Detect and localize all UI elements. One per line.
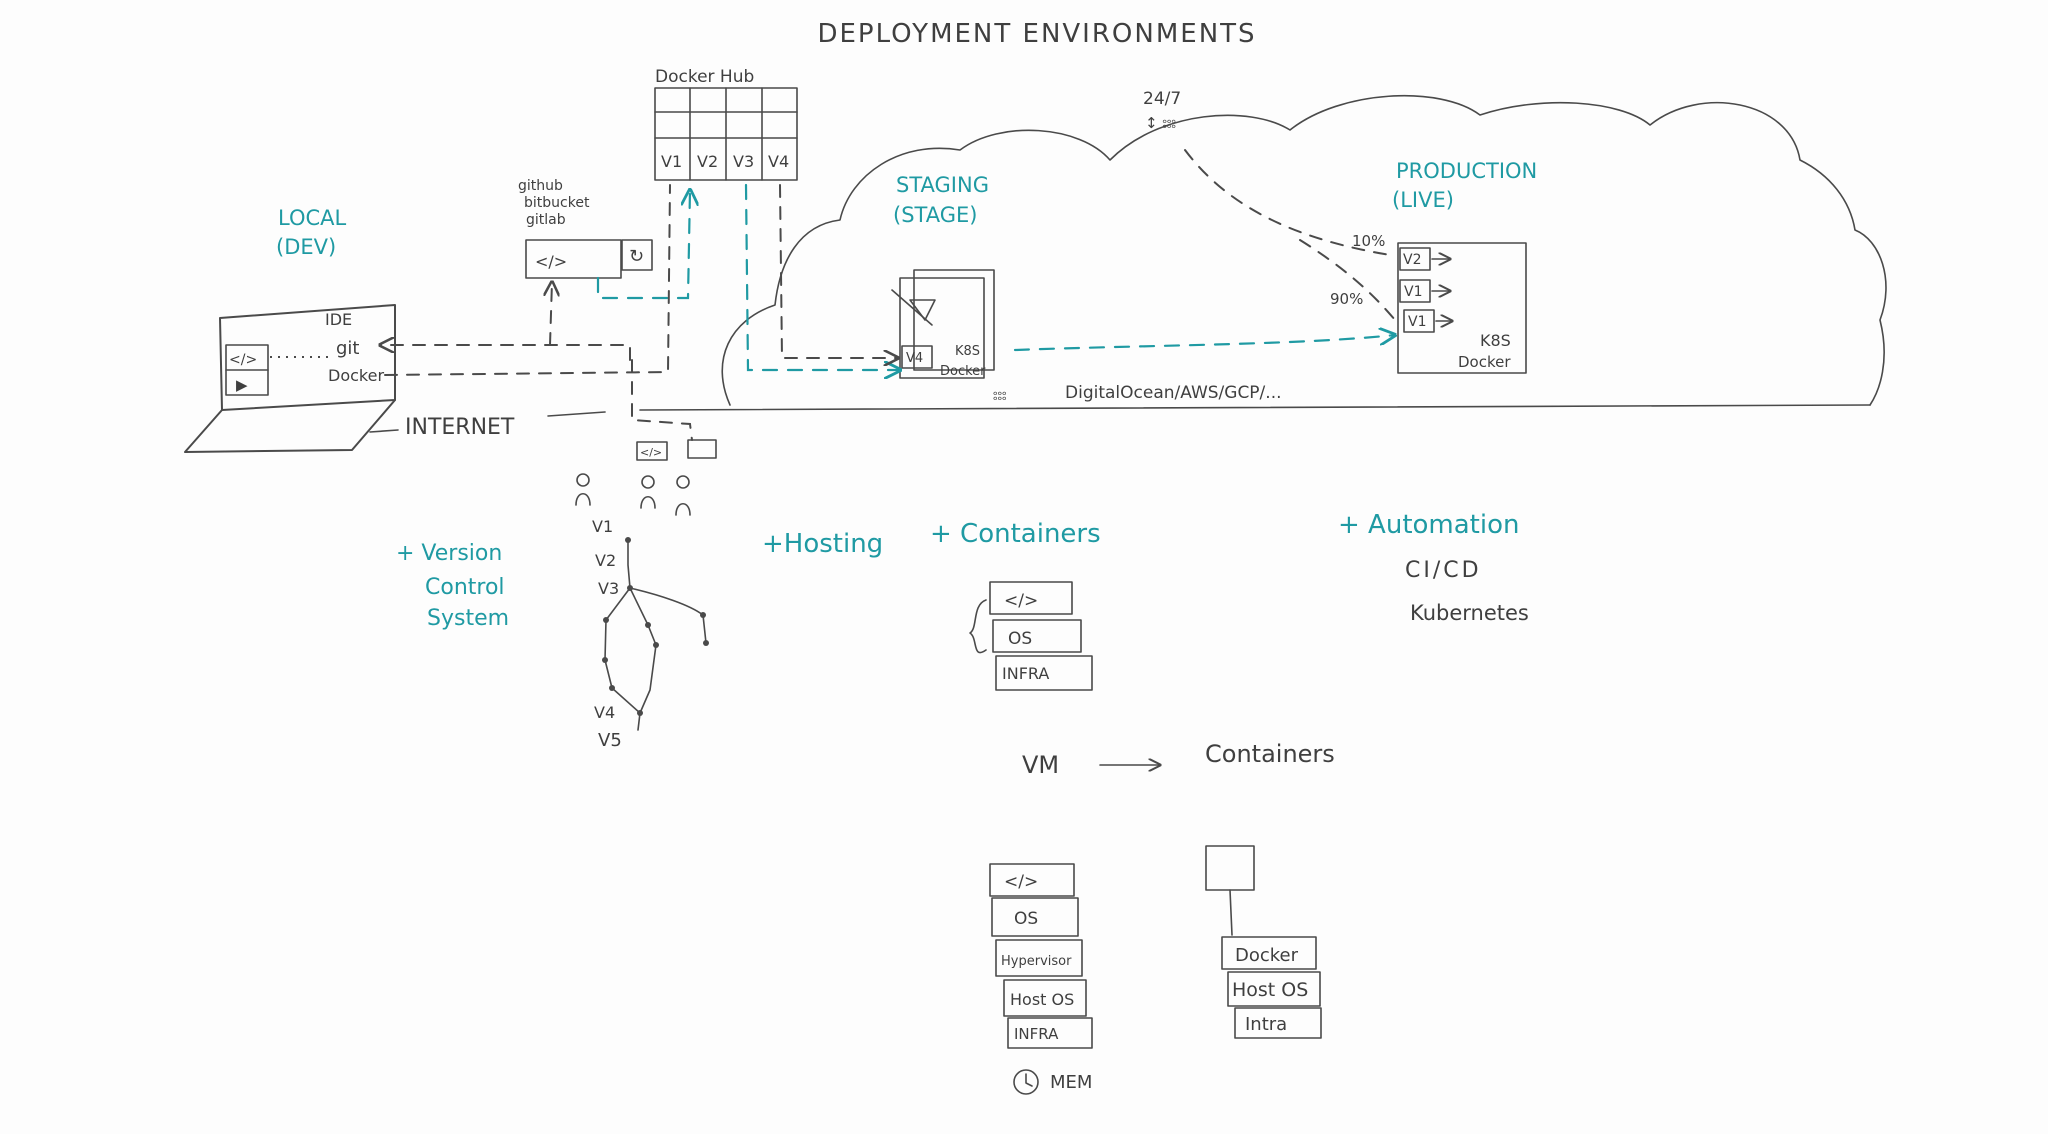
internet-line bbox=[369, 429, 399, 433]
dockerhub-to-staging-arrow-2 bbox=[779, 184, 898, 358]
tool-git: git bbox=[336, 338, 359, 359]
container-stack-docker: Docker bbox=[1235, 945, 1299, 966]
team-code-box bbox=[636, 441, 668, 461]
tree-v2: V2 bbox=[595, 551, 616, 570]
cloud-outline bbox=[721, 95, 1887, 406]
vm-stack-infra: INFRA bbox=[1014, 1025, 1059, 1043]
vcs-heading-1: + Version bbox=[396, 541, 502, 566]
production-k8s: K8S bbox=[1480, 331, 1511, 350]
tool-ide: IDE bbox=[325, 310, 352, 329]
container-stack bbox=[1205, 845, 1322, 1039]
container-stack-host-os: Host OS bbox=[1232, 979, 1308, 1001]
hosting-stack-code: </> bbox=[1004, 591, 1038, 611]
tree-v4: V4 bbox=[594, 703, 615, 722]
production-version-1: V2 bbox=[1403, 252, 1421, 268]
team-box-2 bbox=[687, 439, 717, 459]
repo-box bbox=[525, 239, 622, 279]
repo-to-dockerhub-arrow bbox=[596, 190, 690, 300]
internet-label: INTERNET bbox=[405, 415, 515, 440]
production-uptime: 24/7 bbox=[1143, 89, 1181, 109]
dockerhub-version-v1: V1 bbox=[661, 152, 682, 171]
hosting-stack-os: OS bbox=[1008, 629, 1032, 649]
local-title: LOCAL bbox=[278, 206, 347, 230]
uptime-traffic-line bbox=[1184, 149, 1391, 256]
staging-to-production-arrow bbox=[1013, 335, 1395, 352]
git-line-to-repo bbox=[550, 282, 552, 346]
vm-stack-host-os: Host OS bbox=[1010, 990, 1074, 1009]
providers-label: DigitalOcean/AWS/GCP/... bbox=[1065, 383, 1282, 403]
dockerhub-label: Docker Hub bbox=[655, 67, 754, 87]
vm-label: VM bbox=[1022, 751, 1059, 779]
staging-title: STAGING bbox=[896, 173, 989, 197]
staging-server bbox=[891, 269, 995, 379]
container-stack-intra: Intra bbox=[1245, 1014, 1287, 1035]
cloud-base bbox=[639, 404, 1871, 411]
production-title: PRODUCTION bbox=[1396, 159, 1537, 183]
dockerhub-version-v3: V3 bbox=[733, 152, 754, 171]
vcs-heading-2: Control bbox=[425, 575, 505, 600]
page-title: DEPLOYMENT ENVIRONMENTS bbox=[817, 19, 1256, 49]
clock-icon bbox=[1013, 1069, 1039, 1095]
refresh-icon: ↻ bbox=[629, 246, 644, 267]
vm-stack-os: OS bbox=[1014, 909, 1038, 929]
production-server bbox=[1397, 242, 1527, 374]
hosting-heading: +Hosting bbox=[762, 529, 883, 559]
users-icon-bottom: ⦂⦂⦂ bbox=[993, 386, 1007, 404]
staging-docker: Docker bbox=[940, 364, 986, 379]
staging-subtitle: (STAGE) bbox=[893, 203, 977, 227]
staging-k8s: K8S bbox=[955, 344, 980, 359]
vcs-host-gitlab: gitlab bbox=[526, 212, 566, 228]
vcs-heading-3: System bbox=[427, 606, 509, 631]
local-subtitle: (DEV) bbox=[276, 235, 336, 259]
tree-v3: V3 bbox=[598, 579, 619, 598]
production-subtitle: (LIVE) bbox=[1392, 188, 1454, 212]
laptop-code-icon: </> bbox=[229, 352, 257, 368]
tree-v1: V1 bbox=[592, 517, 613, 536]
mem-label: MEM bbox=[1050, 1072, 1092, 1093]
production-docker: Docker bbox=[1458, 353, 1511, 371]
split-bottom: 90% bbox=[1330, 290, 1363, 308]
vm-stack-hypervisor: Hypervisor bbox=[1001, 954, 1072, 969]
production-version-2: V1 bbox=[1404, 284, 1422, 300]
team-connection-line bbox=[631, 359, 693, 441]
team-code-icon: </> bbox=[640, 446, 662, 459]
containers-label: Containers bbox=[1205, 740, 1335, 768]
staging-version: V4 bbox=[906, 351, 923, 366]
laptop bbox=[184, 304, 396, 453]
docker-to-dockerhub-line bbox=[384, 184, 671, 376]
repo-refresh-box bbox=[621, 239, 653, 271]
automation-heading: + Automation bbox=[1338, 510, 1519, 540]
vcs-host-bitbucket: bitbucket bbox=[524, 195, 590, 211]
uptime-traffic-line-2 bbox=[1299, 239, 1396, 321]
dockerhub-version-v4: V4 bbox=[768, 152, 789, 171]
play-icon: ▶ bbox=[236, 376, 248, 394]
vcs-host-github: github bbox=[518, 178, 563, 194]
dockerhub-to-staging-arrow-1 bbox=[744, 183, 900, 370]
containers-heading: + Containers bbox=[930, 519, 1101, 549]
git-to-repo-line bbox=[380, 345, 631, 361]
person-icons bbox=[575, 473, 691, 516]
version-tree bbox=[602, 537, 709, 731]
automation-kubernetes: Kubernetes bbox=[1410, 601, 1529, 625]
tool-docker: Docker bbox=[328, 366, 384, 385]
dockerhub-registry bbox=[654, 87, 798, 181]
split-top: 10% bbox=[1352, 232, 1385, 250]
dockerhub-version-v2: V2 bbox=[697, 152, 718, 171]
internet-line-right bbox=[547, 411, 606, 417]
production-version-3: V1 bbox=[1408, 314, 1426, 330]
vm-stack-code: </> bbox=[1004, 872, 1038, 892]
tree-v5: V5 bbox=[598, 730, 622, 751]
automation-ci-cd: CI/CD bbox=[1405, 558, 1482, 583]
hosting-stack bbox=[969, 581, 1093, 691]
users-icon-top: ↕ ⦂⦂⦂ bbox=[1145, 114, 1176, 132]
hosting-stack-infra: INFRA bbox=[1002, 664, 1049, 683]
vm-stack bbox=[989, 863, 1093, 1049]
repo-code-icon: </> bbox=[535, 252, 567, 271]
